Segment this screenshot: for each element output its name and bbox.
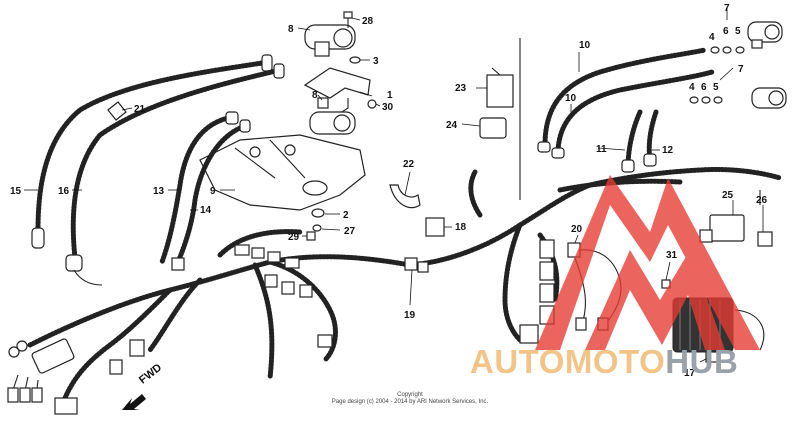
- screw-30: [367, 99, 377, 109]
- nut-3: [349, 56, 361, 64]
- spark-plug-lead-13: [159, 111, 251, 271]
- callout-26: 26: [756, 195, 768, 206]
- left-end-connectors: [7, 338, 145, 415]
- callout-1: 1: [387, 90, 393, 101]
- harness-cover-plate: [199, 134, 366, 211]
- spark-plug-lead-10: [537, 47, 715, 159]
- callout-29: 29: [288, 232, 300, 243]
- grommet-2: [311, 208, 325, 218]
- ignition-coil-right-lower: [751, 87, 787, 109]
- callout-8b: 8: [312, 90, 318, 101]
- callout-7a: 7: [724, 3, 730, 14]
- callout-7b: 7: [738, 64, 744, 75]
- callout-13: 13: [153, 186, 165, 197]
- callout-6b: 6: [701, 82, 707, 93]
- callout-23: 23: [455, 83, 467, 94]
- copyright-title: Copyright: [397, 392, 423, 398]
- harness-connector-cluster: [234, 244, 429, 348]
- spark-plug-lead-11: [621, 109, 643, 173]
- connector-24: [479, 117, 507, 139]
- main-wire-harness: [27, 166, 783, 401]
- spark-plug-lead-16: [65, 63, 285, 286]
- callout-14: 14: [200, 205, 212, 216]
- automotohub-watermark: AUTOMOTOHUB: [470, 344, 738, 380]
- callout-10a: 10: [579, 40, 591, 51]
- callout-27: 27: [344, 226, 356, 237]
- grommet-27: [312, 224, 322, 232]
- callout-6a: 6: [723, 26, 729, 37]
- callout-17: 17: [684, 368, 696, 379]
- clip-29: [306, 231, 316, 241]
- callout-15: 15: [10, 186, 22, 197]
- callout-9: 9: [210, 186, 216, 197]
- callout-4a: 4: [709, 32, 715, 43]
- fuse-26: [757, 231, 773, 247]
- relay-25: [699, 214, 745, 243]
- callout-24: 24: [446, 120, 458, 131]
- callout-3: 3: [373, 56, 379, 67]
- callout-5b: 5: [713, 82, 719, 93]
- section-divider: [519, 38, 761, 205]
- callout-10b: 10: [565, 93, 577, 104]
- callout-11: 11: [596, 144, 607, 155]
- callout-21: 21: [134, 104, 146, 115]
- watermark-text-orange: AUTOMOTO: [470, 343, 666, 380]
- ignition-coil-right-upper: [747, 21, 783, 49]
- clamp-22: [389, 184, 421, 209]
- callout-labels: 1 2 3 4 4 5 5 6 6 7 7 8 8 9 10 10 11 12 …: [10, 3, 768, 379]
- spark-plug-lead-15: [31, 54, 273, 249]
- callout-30: 30: [382, 102, 394, 113]
- callout-5a: 5: [735, 26, 741, 37]
- relay-23: [486, 67, 514, 108]
- callout-25: 25: [722, 190, 734, 201]
- callout-31: 31: [666, 250, 678, 261]
- callout-20: 20: [571, 224, 583, 235]
- callout-12: 12: [662, 145, 674, 156]
- callout-4b: 4: [689, 82, 695, 93]
- coil-small-parts: [689, 46, 745, 104]
- spark-plug-lead-12: [643, 109, 659, 167]
- leader-lines: [24, 8, 764, 363]
- clamp-21: [107, 101, 127, 121]
- ignition-coil-lower: [309, 97, 356, 135]
- connector-18: [425, 217, 445, 237]
- copyright-text: Page design (c) 2004 - 2014 by ARI Netwo…: [331, 399, 489, 405]
- callout-19: 19: [404, 310, 416, 321]
- callout-28: 28: [362, 16, 374, 27]
- callout-8a: 8: [288, 24, 294, 35]
- callout-2: 2: [343, 210, 349, 221]
- callout-16: 16: [58, 186, 70, 197]
- watermark-text-gray: HUB: [665, 343, 739, 380]
- bolt-28: [343, 11, 353, 28]
- copyright-notice: Copyright Page design (c) 2004 - 2014 by…: [310, 392, 510, 406]
- callout-22: 22: [403, 159, 415, 170]
- forward-arrow-icon: [122, 394, 146, 410]
- callout-18: 18: [455, 222, 467, 233]
- automotohub-logo-mark: [535, 175, 760, 350]
- ignition-coil-upper: [304, 24, 356, 57]
